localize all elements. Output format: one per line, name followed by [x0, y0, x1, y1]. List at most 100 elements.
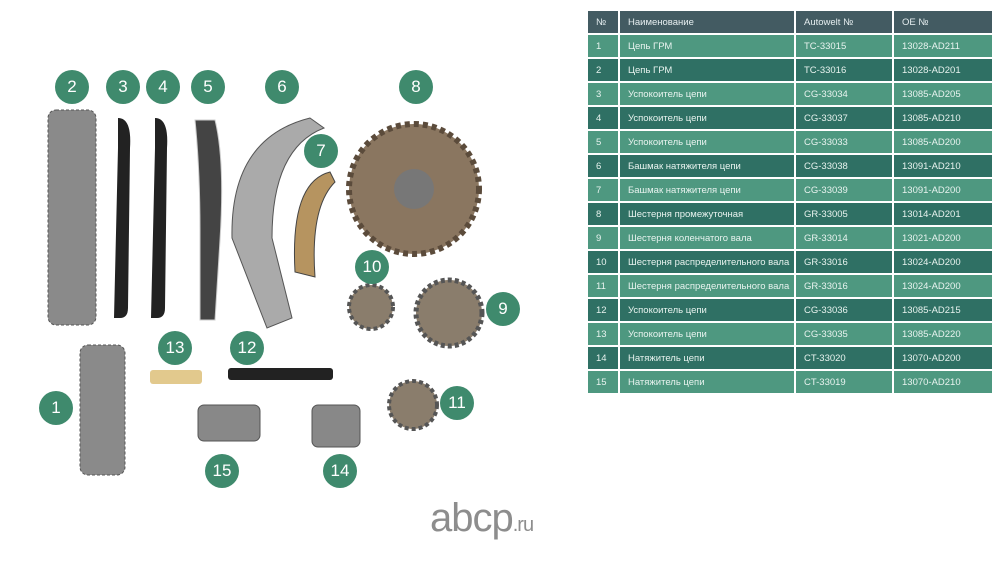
cell-name: Натяжитель цепи: [620, 371, 794, 393]
badge-7: 7: [304, 134, 338, 168]
cell-name: Успокоитель цепи: [620, 83, 794, 105]
chain-2: [47, 109, 97, 326]
tensioner-15: [197, 404, 261, 442]
cell-number: 3: [588, 83, 618, 105]
badge-11: 11: [440, 386, 474, 420]
cell-autowelt: CT-33020: [796, 347, 892, 369]
cell-number: 14: [588, 347, 618, 369]
guide-13: [150, 370, 202, 384]
badge-3: 3: [106, 70, 140, 104]
badge-15: 15: [205, 454, 239, 488]
cell-name: Шестерня промежуточная: [620, 203, 794, 225]
cell-name: Цепь ГРМ: [620, 35, 794, 57]
cell-number: 5: [588, 131, 618, 153]
cell-number: 4: [588, 107, 618, 129]
cell-oe: 13085-AD205: [894, 83, 992, 105]
badge-1: 1: [39, 391, 73, 425]
shoe-6: [231, 117, 326, 329]
tensioner-14: [311, 404, 361, 448]
cell-number: 10: [588, 251, 618, 273]
cell-autowelt: GR-33016: [796, 251, 892, 273]
cell-autowelt: CG-33037: [796, 107, 892, 129]
chain-1: [79, 344, 126, 476]
guide-4: [151, 118, 168, 318]
badge-8: 8: [399, 70, 433, 104]
cell-name: Успокоитель цепи: [620, 131, 794, 153]
abcp-logo: abcp.ru: [430, 496, 534, 541]
cell-autowelt: CG-33033: [796, 131, 892, 153]
cell-autowelt: CG-33036: [796, 299, 892, 321]
cell-oe: 13070-AD210: [894, 371, 992, 393]
cell-name: Башмак натяжителя цепи: [620, 179, 794, 201]
cell-oe: 13028-AD211: [894, 35, 992, 57]
cell-oe: 13085-AD215: [894, 299, 992, 321]
cell-number: 11: [588, 275, 618, 297]
logo-main: abcp: [430, 496, 514, 540]
cell-number: 15: [588, 371, 618, 393]
cell-number: 13: [588, 323, 618, 345]
table-header: № Наименование Autowelt № OE №: [588, 11, 992, 33]
gear-11: [387, 379, 439, 431]
cell-number: 7: [588, 179, 618, 201]
cell-autowelt: CT-33019: [796, 371, 892, 393]
badge-10: 10: [355, 250, 389, 284]
badge-5: 5: [191, 70, 225, 104]
cell-autowelt: TC-33016: [796, 59, 892, 81]
logo-suffix: .ru: [512, 514, 534, 536]
badge-12: 12: [230, 331, 264, 365]
header-number: №: [588, 11, 618, 33]
cell-name: Успокоитель цепи: [620, 299, 794, 321]
cell-number: 1: [588, 35, 618, 57]
cell-name: Шестерня распределительного вала: [620, 251, 794, 273]
cell-oe: 13021-AD200: [894, 227, 992, 249]
cell-name: Натяжитель цепи: [620, 347, 794, 369]
cell-oe: 13070-AD200: [894, 347, 992, 369]
cell-number: 8: [588, 203, 618, 225]
cell-oe: 13091-AD210: [894, 155, 992, 177]
cell-autowelt: GR-33014: [796, 227, 892, 249]
badge-4: 4: [146, 70, 180, 104]
cell-autowelt: GR-33016: [796, 275, 892, 297]
parts-photo: [47, 109, 485, 476]
cell-number: 12: [588, 299, 618, 321]
cell-oe: 13024-AD200: [894, 251, 992, 273]
cell-name: Башмак натяжителя цепи: [620, 155, 794, 177]
cell-name: Шестерня коленчатого вала: [620, 227, 794, 249]
cell-autowelt: CG-33035: [796, 323, 892, 345]
cell-name: Шестерня распределительного вала: [620, 275, 794, 297]
shoe-7: [293, 171, 336, 278]
badge-2: 2: [55, 70, 89, 104]
header-autowelt: Autowelt №: [796, 11, 892, 33]
cell-oe: 13014-AD201: [894, 203, 992, 225]
cell-oe: 13028-AD201: [894, 59, 992, 81]
cell-number: 6: [588, 155, 618, 177]
cell-oe: 13024-AD200: [894, 275, 992, 297]
cell-oe: 13085-AD200: [894, 131, 992, 153]
badge-6: 6: [265, 70, 299, 104]
badge-14: 14: [323, 454, 357, 488]
cell-autowelt: CG-33034: [796, 83, 892, 105]
cell-oe: 13085-AD220: [894, 323, 992, 345]
header-oe: OE №: [894, 11, 992, 33]
cell-name: Цепь ГРМ: [620, 59, 794, 81]
guide-3: [114, 118, 131, 318]
cell-oe: 13085-AD210: [894, 107, 992, 129]
guide-5: [194, 119, 223, 321]
cell-autowelt: GR-33005: [796, 203, 892, 225]
cell-autowelt: TC-33015: [796, 35, 892, 57]
guide-12: [228, 368, 333, 380]
cell-oe: 13091-AD200: [894, 179, 992, 201]
